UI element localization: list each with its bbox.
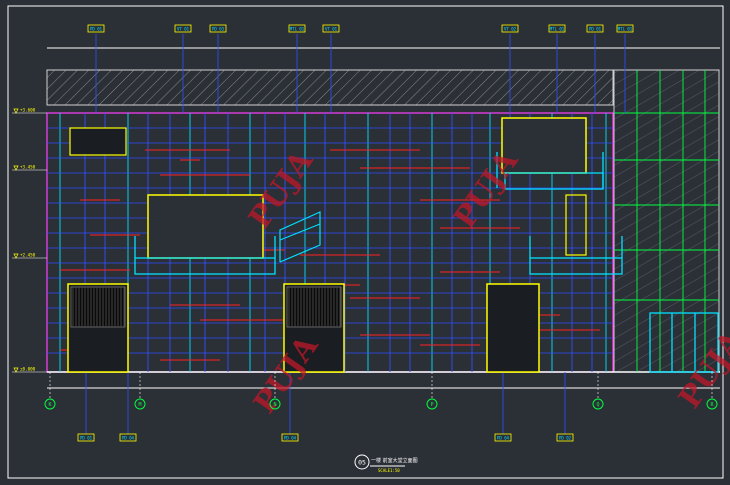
material-tag: PD 01 [586, 24, 604, 33]
material-tag: MTL 01 [616, 24, 634, 33]
material-tag-code: MTL 01 [550, 27, 565, 32]
grid-bubble-label: R [710, 402, 714, 408]
column-right [565, 194, 587, 256]
bottom-material-tags: PD 01 PD 04 PD 04 PD 04 PD 02 [77, 433, 574, 442]
material-tag-code: PD 03 [212, 27, 225, 32]
drawing-number-circle [354, 454, 370, 470]
window-center-left [147, 194, 264, 259]
material-tag: PD 01 [77, 433, 95, 442]
grid-bubble-label: K [48, 402, 51, 408]
window-center-right [501, 117, 587, 174]
leader-lines [85, 34, 626, 434]
material-tag-code: VT 02 [504, 27, 517, 32]
grid-bubble-label: P [430, 402, 433, 408]
grid-bubble: K [44, 372, 56, 410]
level-marker: +3.600 [12, 108, 47, 114]
material-tag: PD 04 [281, 433, 299, 442]
balcony-left [134, 236, 276, 275]
grid-bubble: P [426, 372, 438, 410]
grid-bubble-label: Q [596, 402, 599, 408]
drawing-scale: SCALE1:50 [378, 468, 400, 473]
material-tag-code: VT 01 [177, 27, 190, 32]
wall-niche-left [69, 127, 127, 156]
grid-bubble: N [269, 372, 281, 410]
material-tag: PD 02 [556, 433, 574, 442]
level-marker: +2.450 [12, 253, 47, 259]
outer-frame [7, 5, 724, 479]
stair-railing-left [279, 211, 321, 263]
door-right [486, 283, 540, 373]
material-tag-code: PD 01 [80, 436, 93, 441]
balcony-right-upper [496, 152, 604, 190]
material-tag: PD 03 [209, 24, 227, 33]
drawing-number: 05 [358, 459, 366, 467]
material-tag: VT 01 [174, 24, 192, 33]
material-tag: VT 02 [501, 24, 519, 33]
grid-bubble-label: N [273, 402, 276, 408]
material-tag-code: PD 01 [90, 27, 103, 32]
ceiling-hatch [46, 69, 614, 106]
grid-bubble: Q [592, 372, 604, 410]
title-block: 05 一楼 前室大堂立面图 SCALE1:50 [354, 454, 418, 473]
grid-bubble-label: M [138, 402, 141, 408]
material-tag-code: PD 04 [284, 436, 297, 441]
level-marker: ±0.000 [12, 367, 47, 373]
material-tag-code: PD 04 [122, 436, 135, 441]
level-value: +2.450 [20, 253, 36, 258]
level-value: ±0.000 [20, 367, 36, 372]
level-value: +3.450 [20, 165, 36, 170]
material-tag: VT 01 [322, 24, 340, 33]
glass-panel-right [649, 312, 719, 373]
right-panel-hatch [613, 69, 720, 373]
material-tag: PD 04 [494, 433, 512, 442]
door-hatching [72, 287, 341, 327]
grid-bubble: R [706, 372, 718, 410]
material-tag-code: PD 04 [497, 436, 510, 441]
material-tag-code: PD 02 [559, 436, 572, 441]
material-tag: MTL 01 [288, 24, 306, 33]
material-tag: MTL 01 [548, 24, 566, 33]
material-tag-code: PD 01 [589, 27, 602, 32]
grid-bubble: M [134, 372, 146, 410]
drawing-title: 一楼 前室大堂立面图 [371, 457, 418, 464]
material-tag: PD 04 [119, 433, 137, 442]
level-value: +3.600 [20, 108, 36, 113]
top-material-tags: PD 01 VT 01 PD 03 MTL 01 VT 01 VT 02 MTL 01 PD … [87, 24, 634, 33]
door-left [67, 283, 129, 373]
material-tag-code: VT 01 [325, 27, 338, 32]
material-tag-code: MTL 01 [618, 27, 633, 32]
level-markers: +3.600 +3.450 +2.450 ±0.000 [12, 108, 47, 373]
level-marker: +3.450 [12, 165, 47, 171]
material-tag-code: MTL 01 [290, 27, 305, 32]
material-tag: PD 01 [87, 24, 105, 33]
balcony-right-lower [529, 236, 623, 275]
